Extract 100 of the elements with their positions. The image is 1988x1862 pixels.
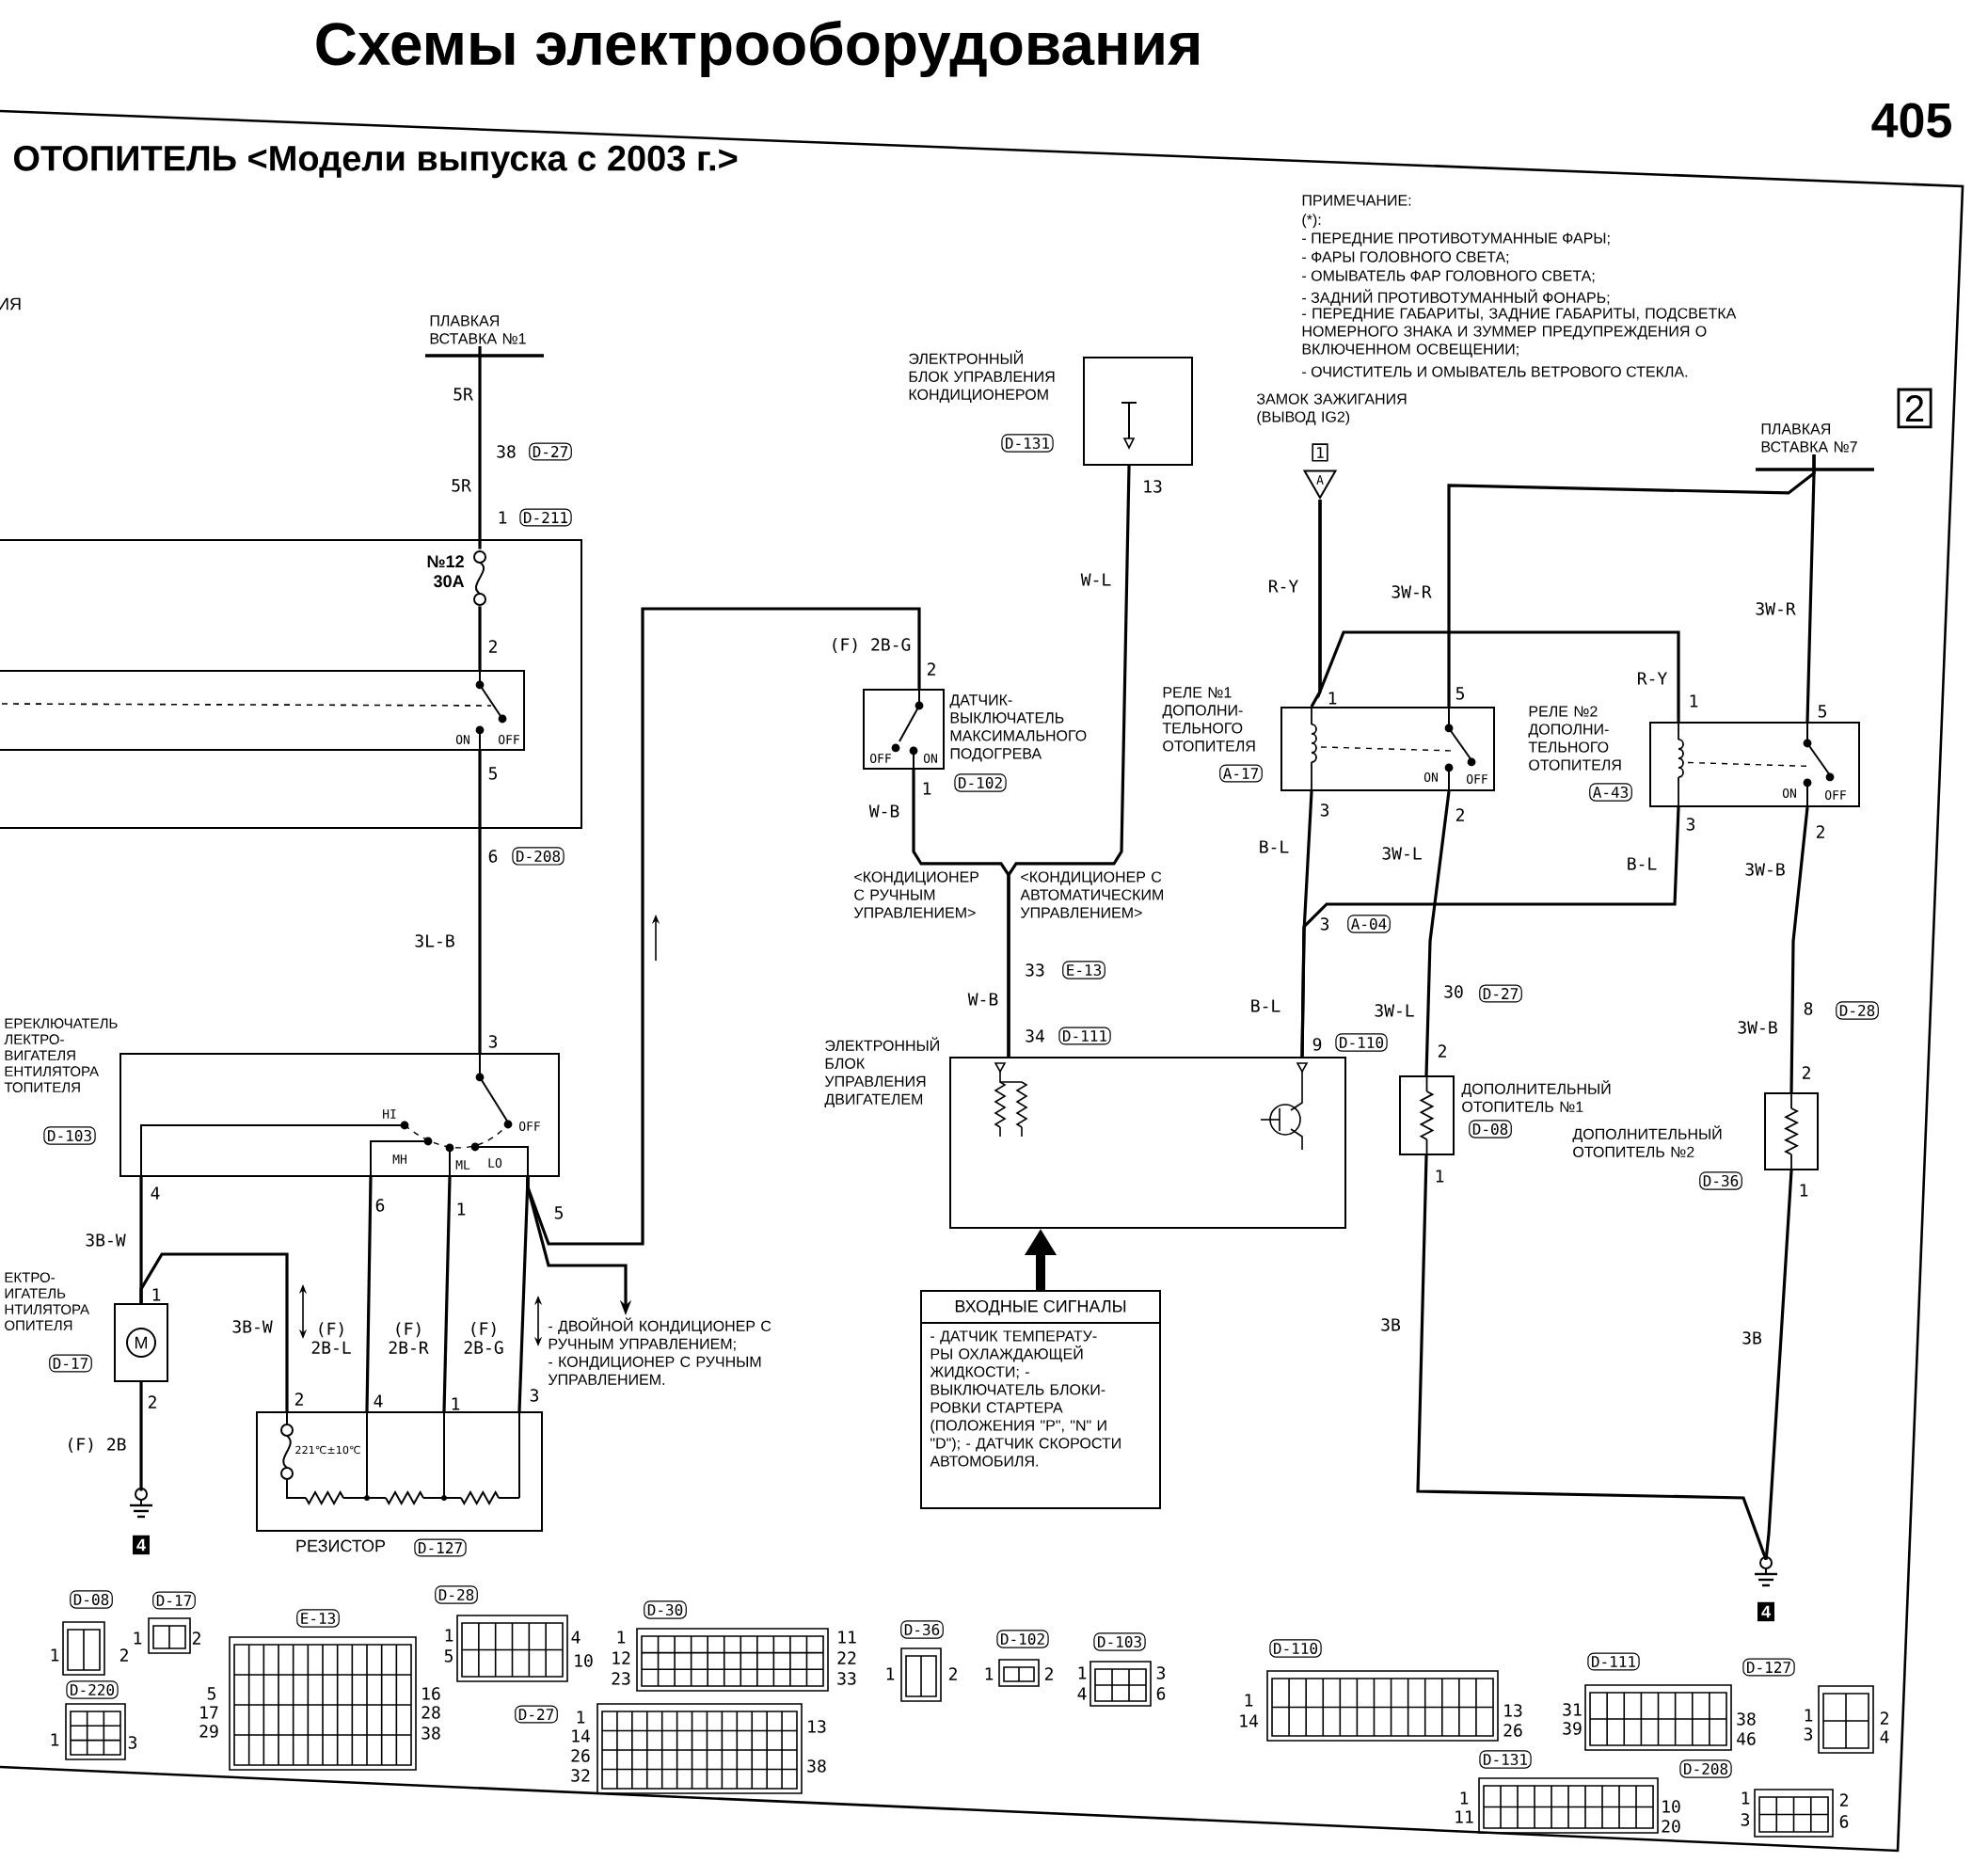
wire [478, 751, 482, 1053]
pin-number: 3 [1156, 1666, 1166, 1679]
connector-tag: A-04 [1347, 915, 1391, 933]
wire-code: R-Y [1638, 672, 1667, 685]
pin-number: 28 [421, 1706, 440, 1719]
pin-number: 3 [1320, 917, 1329, 931]
junction-block-box [0, 538, 582, 829]
pin-number: 11 [838, 1631, 856, 1644]
wire [1318, 499, 1680, 722]
pin-number: 2 [1816, 825, 1824, 838]
note-text: - ФАРЫ ГОЛОВНОГО СВЕТА; [1302, 251, 1509, 264]
note-text: - ПЕРЕДНИЕ ПРОТИВОТУМАННЫЕ ФАРЫ; [1302, 232, 1610, 247]
pin-number: 2 [1880, 1711, 1888, 1725]
pin-number: 6 [1839, 1815, 1849, 1828]
input-signals-box: ВХОДНЫЕ СИГНАЛЫ - ДАТЧИК ТЕМПЕРАТУ- РЫ ОХЛАЖДАЮЩЕЙ ЖИДКОСТИ; - ВЫКЛЮЧАТЕЛЬ БЛОКИ- РОВКИ СТАРТЕРА (ПОЛОЖЕНИЯ "P", "N" И "D"); - ДАТЧИК СКОРОСТИ АВТОМОБИЛЯ. [920, 1290, 1161, 1509]
connector-tag: E-13 [1062, 961, 1105, 979]
pin-number: 1 [134, 1631, 142, 1645]
pin-number: 34 [1026, 1029, 1044, 1042]
component-label: ДАТЧИК- ВЫКЛЮЧАТЕЛЬ МАКСИМАЛЬНОГО ПОДОГРЕВА [949, 694, 1087, 762]
wire [478, 345, 482, 549]
pin-number: 4 [571, 1631, 580, 1644]
sheet-number: 2 [1897, 388, 1932, 429]
pin-number: 1 [1690, 694, 1698, 708]
component-label: РЕЛЕ №1 ДОПОЛНИ- ТЕЛЬНОГО ОТОПИТЕЛЯ [1162, 687, 1255, 752]
component-label: ЭЛЕКТРОННЫЙ БЛОК УПРАВЛЕНИЯ ДВИГАТЕЛЕМ [824, 1037, 939, 1108]
wire [442, 1176, 452, 1411]
pin-number: 33 [837, 1672, 856, 1685]
pin-number: 13 [1144, 480, 1162, 493]
pin-number: 2 [1455, 808, 1464, 821]
pin-number: 23 [612, 1672, 630, 1685]
pin-number: 1 [152, 1288, 161, 1301]
resistor-box: 221℃±10℃ [256, 1411, 543, 1532]
component-label: ЕРЕКЛЮЧАТЕЛЬ ЛЕКТРО- ВИГАТЕЛЯ ЕНТИЛЯТОРА ТОПИТЕЛЯ [4, 1018, 118, 1092]
wire-code: 3W-B [1738, 1021, 1777, 1034]
wire [1764, 1170, 1793, 1560]
pin-number: 4 [151, 1186, 160, 1200]
pin-number: 3 [1741, 1813, 1750, 1826]
pin-number: 3 [1686, 818, 1695, 831]
component-label: РЕЗИСТОР [296, 1539, 386, 1552]
pin-number: 13 [808, 1720, 826, 1733]
connector-tag: D-131 [1001, 434, 1054, 453]
component-label: РЕЛЕ №2 ДОПОЛНИ- ТЕЛЬНОГО ОТОПИТЕЛЯ [1528, 706, 1621, 771]
wire-code: 3B [1742, 1331, 1762, 1345]
pin-number: 32 [571, 1769, 590, 1782]
pin-number: 2 [148, 1395, 156, 1408]
connector-tag: D-220 [66, 1680, 119, 1699]
pin-number: 38 [497, 445, 516, 458]
pin-number: 1 [1245, 1694, 1253, 1707]
wire [1007, 465, 1131, 1057]
component-label: ДОПОЛНИТЕЛЬНЫЙ ОТОПИТЕЛЬ №1 [1461, 1080, 1611, 1112]
pin-number: 1 [1805, 1709, 1813, 1722]
connector-tag: D-28 [1836, 1001, 1879, 1020]
pin-number: 1 [445, 1629, 453, 1642]
pin-number: 1 [1328, 692, 1337, 705]
pin-number: 1 [617, 1631, 626, 1644]
wire-code: 3W-R [1392, 585, 1432, 598]
fuse-label: ПЛАВКАЯ ВСТАВКА №7 [1761, 423, 1857, 453]
pin-number: 31 [1563, 1703, 1582, 1716]
pin-number: 5 [1455, 687, 1464, 700]
pin-number: 6 [375, 1199, 385, 1212]
note-text: - ПЕРЕДНИЕ ГАБАРИТЫ, ЗАДНИЕ ГАБАРИТЫ, ПОДСВЕТКА НОМЕРНОГО ЗНАКА И ЗУММЕР ПРЕДУПРЕЖДЕНИЯ О ВКЛЮЧЕННОМ ОСВЕЩЕНИИ; [1302, 308, 1737, 358]
connector-tag: D-208 [1679, 1759, 1732, 1778]
component-label: ДОПОЛНИТЕЛЬНЫЙ ОТОПИТЕЛЬ №2 [1572, 1125, 1722, 1157]
connector-tag: D-110 [1335, 1033, 1388, 1052]
note-text: ПРИМЕЧАНИЕ: [1302, 195, 1411, 206]
connector-tag: E-13 [296, 1609, 340, 1628]
wire-code: 3L-B [415, 934, 454, 947]
pin-number: 5 [554, 1206, 563, 1219]
pin-number: 1 [51, 1648, 59, 1662]
pin-number: 20 [1662, 1820, 1680, 1833]
connector-tag: D-27 [1479, 984, 1522, 1003]
page-title: Схемы электрооборудования [316, 20, 1199, 78]
pin-number: 5 [444, 1649, 453, 1663]
pin-number: 1 [1078, 1666, 1087, 1679]
pin-number: 8 [1804, 1002, 1813, 1015]
pin-number: 2 [1839, 1793, 1848, 1806]
relay-box: ON OFF [1649, 721, 1860, 807]
wire-code: 3W-B [1745, 863, 1785, 876]
pin-number: 22 [837, 1651, 856, 1664]
pin-number: 16 [422, 1687, 440, 1700]
connector-tag: D-102 [954, 773, 1007, 792]
note-text: - ЗАДНИЙ ПРОТИВОТУМАННЫЙ ФОНАРЬ; [1302, 289, 1610, 306]
note-text: <КОНДИЦИОНЕР С РУЧНЫМ УПРАВЛЕНИЕМ> [853, 871, 979, 918]
relay-box: ON OFF [1280, 707, 1495, 791]
pin-number: 13 [1504, 1704, 1522, 1717]
pin-number: 2 [294, 1393, 303, 1406]
wire-code: B-L [1251, 999, 1280, 1012]
relay-switch-box: ON OFF [0, 669, 525, 751]
pin-number: 6 [1156, 1687, 1166, 1700]
wire-code: W-L [1080, 573, 1111, 586]
pin-number: 5 [1818, 705, 1826, 718]
wire-code: 3B-W [86, 1233, 126, 1247]
pin-number: 1 [1800, 1184, 1808, 1197]
connector-tag: D-27 [515, 1705, 558, 1724]
wire-code: 3W-L [1382, 847, 1422, 860]
pin-number: 4 [374, 1394, 383, 1408]
pin-number: 2 [1438, 1044, 1446, 1058]
connector-tag: D-36 [900, 1620, 944, 1639]
note-text: (*): [1302, 214, 1321, 229]
ground-number: 4 [1757, 1601, 1775, 1622]
